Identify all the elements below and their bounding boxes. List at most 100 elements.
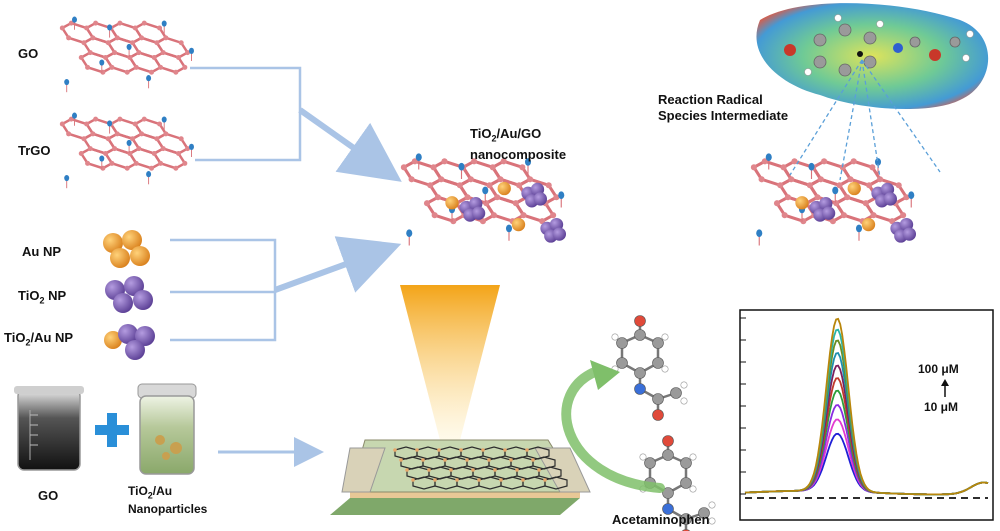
atom (652, 393, 664, 405)
carbon-atom (430, 164, 437, 171)
oxygen-group (458, 162, 465, 171)
carbon-atom (527, 176, 534, 183)
carbon-atom (182, 160, 188, 166)
label-tio2-au-nanoparticles: TiO2/Au Nanoparticles (128, 484, 207, 516)
oxygen-group (505, 224, 513, 233)
electrode-node (433, 478, 437, 482)
carbon-atom (773, 200, 781, 207)
label-tio2-au-np-sub: 2 (25, 337, 31, 348)
carbon-atom (829, 218, 836, 225)
carbon-atom (136, 50, 142, 56)
carbon-atom (87, 146, 93, 152)
electrode-node (477, 478, 481, 482)
label-nanocomposite-line2: nanocomposite (470, 146, 567, 162)
carbon-atom (105, 136, 111, 142)
carbon-atom (900, 212, 907, 219)
carbon-atom (117, 20, 123, 26)
oxygen-group (189, 47, 194, 54)
green-arrowhead (590, 360, 620, 390)
carbon-atom (132, 121, 138, 127)
carbon-atom (173, 69, 179, 75)
tio2-au-vial-icon (137, 383, 197, 475)
electrode-node (487, 458, 491, 462)
oxygen-group (189, 143, 194, 150)
oxygen-group (161, 20, 167, 27)
carbon-atom (103, 54, 109, 60)
carbon-atom (516, 182, 523, 189)
carbon-atom (869, 164, 876, 171)
electrode-node (465, 458, 469, 462)
carbon-atom (158, 160, 164, 166)
label-tio2-au-pre: TiO (128, 484, 148, 498)
hydrogen-atom (680, 397, 688, 405)
carbon-atom (788, 176, 795, 183)
carbon-atom (840, 212, 847, 219)
carbon-atom (814, 194, 821, 201)
hydrogen-atom (611, 333, 619, 341)
label-reaction-line1: Reaction Radical (658, 92, 763, 107)
go-beaker-icon (14, 386, 84, 471)
carbon-atom (93, 20, 99, 26)
carbon-atom (90, 131, 96, 137)
carbon-atom (81, 136, 87, 142)
carbon-atom (185, 146, 191, 152)
carbon-atom (105, 40, 111, 46)
tio2-particle (471, 206, 486, 220)
carbon-atom (862, 200, 869, 207)
electrode-node (471, 468, 475, 472)
carbon-atom (781, 212, 788, 219)
electrode-node (521, 478, 525, 482)
oxygen-group (908, 191, 915, 199)
oxygen-group (874, 158, 882, 166)
carbon-atom (130, 136, 136, 142)
carbon-atom (644, 457, 656, 469)
carbon-atom (59, 121, 65, 127)
radical-interaction-lines (789, 59, 941, 181)
label-tio2-np-pre: TiO (18, 288, 40, 303)
atom (634, 315, 646, 327)
oxygen-group (415, 153, 422, 161)
electrode-node (531, 458, 535, 462)
voltammogram-chart (739, 309, 994, 521)
carbon-atom (178, 40, 184, 46)
carbon-atom (163, 131, 169, 137)
oxygen-group (406, 229, 413, 237)
tio2-np-icon (105, 276, 153, 313)
oxygen-group (72, 112, 77, 119)
label-tio2-np-post: NP (44, 288, 67, 303)
carbon-atom (173, 165, 179, 171)
carbon-atom (652, 357, 664, 369)
electrode-node (481, 448, 485, 452)
carbon-atom (78, 54, 84, 60)
atom (680, 513, 692, 525)
carbon-atom (553, 194, 560, 201)
carbon-atom (821, 158, 828, 165)
carbon-atom (66, 35, 72, 41)
au-particle (511, 217, 526, 232)
carbon-atom (163, 35, 169, 41)
carbon-atom (467, 176, 474, 183)
carbon-atom (800, 218, 807, 225)
go-sheet-illustration (59, 16, 194, 93)
electrode-node (393, 448, 397, 452)
carbon-atom (124, 165, 130, 171)
oxygen-group (126, 139, 132, 147)
carbon-atom (84, 25, 90, 31)
hydrogen-atom (708, 517, 716, 525)
radical-sheet-illustration (750, 153, 916, 246)
label-tio2-au-sub: 2 (147, 490, 153, 501)
carbon-atom (520, 212, 527, 219)
oxygen-group (558, 191, 565, 199)
carbon-atom (519, 164, 526, 171)
carbon-atom (141, 20, 147, 26)
carbon-atom (850, 158, 857, 165)
carbon-atom (512, 200, 519, 207)
carbon-atom (866, 182, 873, 189)
carbon-atom (434, 194, 441, 201)
carbon-atom (408, 176, 415, 183)
trgo-sheet-illustration (59, 112, 194, 189)
label-reaction-radical: Reaction Radical Species Intermediate (658, 92, 788, 124)
carbon-atom (761, 158, 768, 165)
label-acetaminophen: Acetaminophen (612, 512, 710, 527)
carbon-atom (634, 367, 646, 379)
